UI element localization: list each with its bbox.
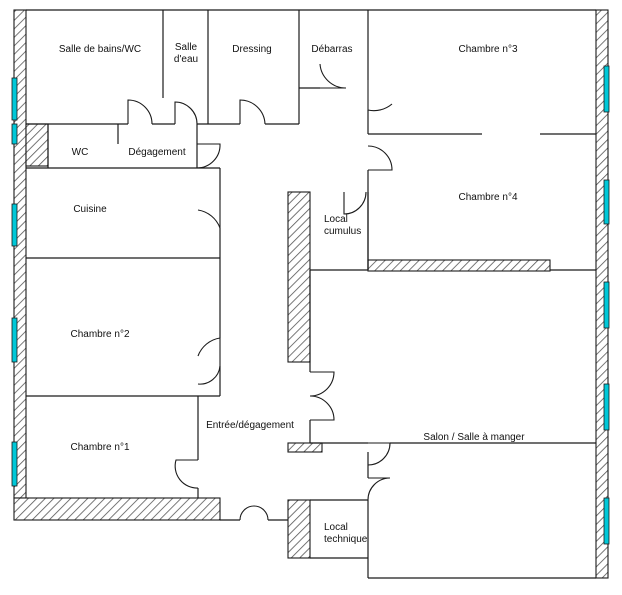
label-cuisine: Cuisine — [73, 204, 107, 215]
window-wc — [11, 123, 18, 145]
label-dressing: Dressing — [232, 44, 271, 55]
label-chambre4: Chambre n°4 — [458, 192, 517, 203]
label-wc: WC — [72, 147, 89, 158]
window-salle-de-bains — [11, 77, 18, 121]
central-wall-upper — [287, 191, 311, 363]
label-local-cumulus-1: Local — [324, 214, 348, 225]
label-local-technique-2: technique — [324, 534, 368, 545]
label-degagement: Dégagement — [128, 147, 185, 158]
partition-walls — [26, 9, 596, 579]
window-chambre1 — [11, 441, 18, 487]
label-chambre3: Chambre n°3 — [458, 44, 517, 55]
window-salon-1 — [603, 281, 610, 329]
label-salon: Salon / Salle à manger — [423, 432, 525, 443]
label-chambre1: Chambre n°1 — [70, 442, 129, 453]
window-salon-2 — [603, 383, 610, 431]
label-debarras: Débarras — [311, 44, 352, 55]
chambre4-bottom-wall — [367, 259, 551, 272]
label-local-cumulus-2: cumulus — [324, 226, 361, 237]
wc-corner-wall — [25, 123, 49, 167]
label-salle-eau-2: d'eau — [174, 54, 198, 65]
label-local-technique-1: Local — [324, 522, 348, 533]
label-chambre2: Chambre n°2 — [70, 329, 129, 340]
window-cuisine — [11, 203, 18, 247]
window-salon-3 — [603, 497, 610, 545]
window-chambre2 — [11, 317, 18, 363]
central-wall-lower — [287, 499, 311, 559]
central-wall-stub — [287, 442, 323, 453]
windows — [11, 65, 610, 545]
bottom-left-outer-wall — [13, 497, 221, 521]
label-salle-de-bains: Salle de bains/WC — [59, 44, 141, 55]
structural-walls — [13, 9, 609, 579]
window-chambre3 — [603, 65, 610, 113]
window-chambre4 — [603, 179, 610, 225]
doors — [127, 63, 393, 521]
room-labels: Salle de bains/WC Salle d'eau Dressing D… — [59, 42, 525, 545]
label-entree: Entrée/dégagement — [206, 420, 294, 431]
label-salle-eau-1: Salle — [175, 42, 198, 53]
